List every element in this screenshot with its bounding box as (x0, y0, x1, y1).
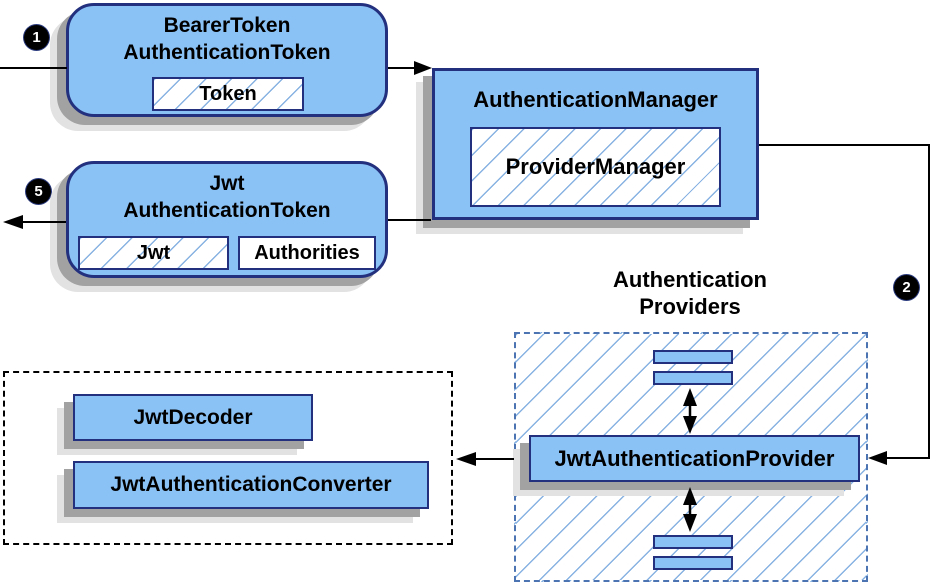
step-badge-1: 1 (24, 25, 49, 50)
left-arrowhead-icon (456, 452, 476, 466)
jwt-token-title-line1: Jwt (209, 172, 245, 195)
authentication-manager-node: AuthenticationManager ProviderManager (432, 68, 759, 220)
jwt-authentication-token-node: Jwt AuthenticationToken Jwt Authorities (66, 161, 388, 278)
provider-stack-bar (653, 556, 733, 570)
left-arrowhead-icon (3, 215, 23, 229)
provider-manager-field: ProviderManager (470, 127, 721, 207)
authentication-providers-group: JwtAuthenticationProvider (514, 332, 868, 582)
bearer-token-authentication-token-node: BearerToken AuthenticationToken Token (66, 3, 388, 117)
step-badge-5: 5 (26, 179, 51, 204)
providers-group-label-line2: Providers (639, 294, 741, 319)
step-badge-2: 2 (894, 275, 919, 300)
jwt-token-title-line2: AuthenticationToken (123, 199, 331, 222)
bearer-token-title-line1: BearerToken (163, 14, 291, 37)
providers-group-label: Authentication Providers (564, 266, 816, 320)
providers-group-label-line1: Authentication (613, 267, 767, 292)
authorities-field: Authorities (238, 236, 376, 270)
jwt-field: Jwt (78, 236, 229, 270)
left-arrowhead-icon (868, 451, 887, 465)
jwt-token-title: Jwt AuthenticationToken (69, 164, 385, 224)
jwt-decoder-node: JwtDecoder (73, 394, 313, 441)
right-arrowhead-icon (414, 61, 432, 75)
token-field: Token (152, 77, 304, 111)
jwt-authentication-provider-node: JwtAuthenticationProvider (529, 435, 860, 482)
authentication-manager-title: AuthenticationManager (473, 87, 718, 112)
bearer-token-title-line2: AuthenticationToken (123, 41, 331, 64)
provider-stack-bar (653, 371, 733, 385)
decoder-converter-group: JwtDecoder JwtAuthenticationConverter (3, 371, 453, 545)
bearer-token-title: BearerToken AuthenticationToken (69, 6, 385, 66)
jwt-authentication-converter-node: JwtAuthenticationConverter (73, 461, 429, 509)
provider-stack-bar (653, 535, 733, 549)
provider-stack-bar (653, 350, 733, 364)
